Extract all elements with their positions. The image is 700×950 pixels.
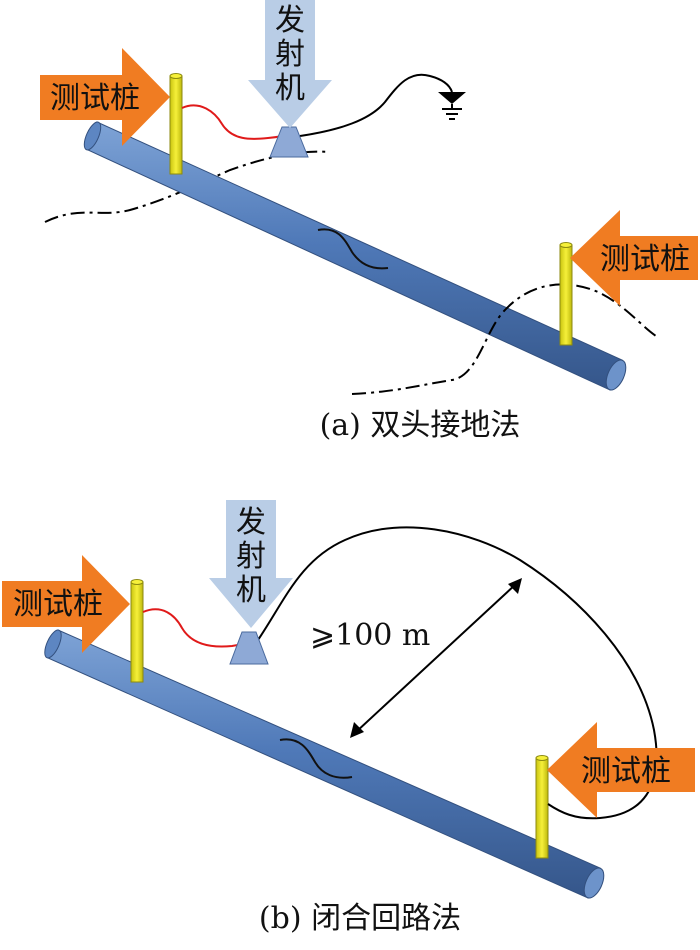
ground-symbol-icon (438, 92, 466, 120)
red-wire-b (142, 608, 253, 648)
transmitter-label-b-3: 机 (236, 573, 266, 608)
distance-label-b: ⩾100 m (310, 618, 430, 653)
test-pile-right-a (559, 242, 573, 346)
defect-mark-b (279, 738, 353, 779)
pipe-a (83, 121, 627, 391)
panel-b: 发 射 机 ⩾100 m 测试桩 测试桩 (b) 闭合回路法 (2, 500, 695, 936)
transmitter-b (229, 631, 269, 665)
pipe-b (44, 629, 605, 899)
caption-a: (a) 双头接地法 (320, 408, 521, 443)
transmitter-label-a-1: 发 (275, 3, 305, 38)
test-pile-label-right-a: 测试桩 (600, 242, 690, 277)
test-pile-arrow-left-a: 测试桩 (40, 48, 170, 146)
transmitter-arrow-b: 发 射 机 (209, 500, 293, 628)
test-pile-label-left-a: 测试桩 (50, 81, 140, 116)
transmitter-label-b-1: 发 (236, 505, 266, 540)
black-loop-wire-b (257, 526, 658, 820)
caption-b: (b) 闭合回路法 (259, 901, 461, 936)
ground-line-a-right (351, 283, 657, 395)
test-pile-left-a (169, 73, 183, 175)
transmitter-label-a-3: 机 (275, 71, 305, 106)
transmitter-a (269, 126, 309, 158)
defect-mark-a (317, 228, 389, 270)
panel-a: 发 射 机 测试桩 测试桩 (a) 双头接地法 (40, 0, 698, 443)
black-wire-a (299, 73, 453, 137)
test-pile-label-right-b: 测试桩 (581, 754, 671, 789)
transmitter-label-a-2: 射 (275, 37, 305, 72)
test-pile-right-b (535, 755, 549, 859)
test-pile-arrow-right-a: 测试桩 (570, 210, 698, 306)
test-pile-arrow-right-b: 测试桩 (547, 722, 695, 818)
transmitter-label-b-2: 射 (236, 539, 266, 574)
test-pile-arrow-left-b: 测试桩 (2, 555, 130, 653)
test-pile-label-left-b: 测试桩 (13, 587, 103, 622)
distance-arrow-b (350, 578, 522, 738)
test-pile-left-b (130, 579, 144, 683)
transmitter-arrow-a: 发 射 机 (248, 0, 332, 128)
